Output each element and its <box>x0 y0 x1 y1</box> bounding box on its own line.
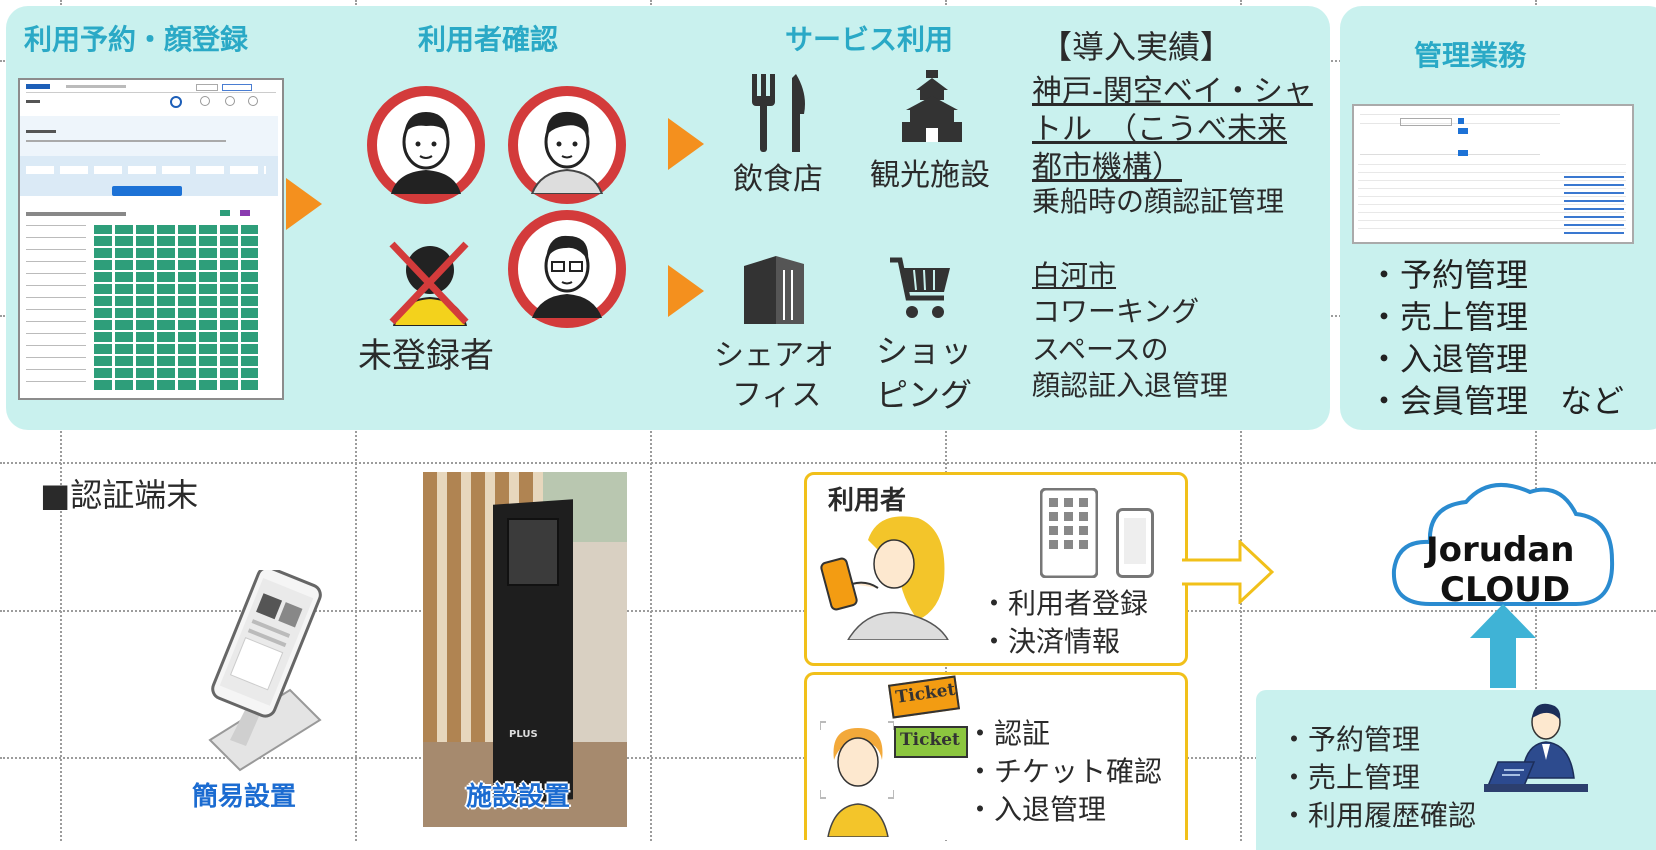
ticket-icon: Ticket <box>894 726 968 758</box>
cloud-icon <box>1390 478 1618 618</box>
cloud-line1: Jorudan <box>1426 530 1575 570</box>
unregistered-user-avatar <box>380 240 480 327</box>
case2-description: コワーキング <box>1032 295 1200 328</box>
face-scan-illustration <box>819 720 895 838</box>
reservation-screen <box>18 78 284 400</box>
castle-icon <box>896 70 968 142</box>
service-label-line1: ショッ <box>876 332 973 370</box>
facility-install-label: 施設設置 <box>466 782 571 812</box>
auth-box-item: ・認証 <box>966 717 1051 750</box>
user-box-title: 利用者 <box>828 486 907 516</box>
flow-arrow <box>668 265 704 317</box>
admin-item: ・売上管理 <box>1280 761 1421 794</box>
shopping-cart-icon <box>888 256 954 322</box>
case1-description: 乗船時の顔認証管理 <box>1032 185 1285 218</box>
manage-item: ・予約管理 <box>1368 256 1529 294</box>
case2-description: 顔認証入退管理 <box>1032 369 1229 402</box>
verified-user-avatar <box>508 86 626 204</box>
woman-smartphone-illustration <box>808 510 958 641</box>
screen-header <box>26 84 276 93</box>
grid-line <box>0 462 1656 464</box>
unregistered-label: 未登録者 <box>358 336 494 376</box>
office-building-icon <box>740 256 810 324</box>
verified-user-avatar <box>508 210 626 328</box>
confirm-title: 利用者確認 <box>418 23 559 56</box>
service-label-line1: シェアオ <box>714 338 834 373</box>
reserve-title: 利用予約・顔登録 <box>24 23 249 56</box>
service-label-line2: フィス <box>732 378 822 413</box>
phone-stand-image <box>170 566 340 780</box>
user-box-item: ・決済情報 <box>980 625 1121 658</box>
admin-panel <box>1256 690 1656 850</box>
manage-item: ・売上管理 <box>1368 298 1529 336</box>
case2-name: 白河市 <box>1032 259 1117 292</box>
auth-box-item: ・チケット確認 <box>966 755 1163 788</box>
admin-item: ・予約管理 <box>1280 723 1421 756</box>
case1-name: 神戸-関空ベイ・シャ <box>1032 74 1313 109</box>
upload-arrow <box>1470 604 1536 688</box>
case1-name: 都市機構） <box>1032 150 1182 185</box>
service-title: サービス利用 <box>785 23 954 56</box>
kiosk-brand: PLUS <box>509 729 538 740</box>
terminal-heading: ■認証端末 <box>40 476 199 514</box>
tablet-icon <box>1039 487 1099 579</box>
smartphone-icon <box>1116 508 1154 578</box>
verified-user-avatar <box>367 86 485 204</box>
fork-knife-icon <box>748 74 812 152</box>
manage-title: 管理業務 <box>1414 39 1527 72</box>
flow-arrow <box>668 118 704 170</box>
case2-description: スペースの <box>1032 333 1169 366</box>
kiosk-photo: PLUS <box>423 472 627 827</box>
results-heading: 【導入実績】 <box>1040 28 1233 66</box>
outline-right-arrow <box>1182 538 1275 606</box>
service-label: 飲食店 <box>733 162 823 197</box>
service-label-line2: ピング <box>876 376 973 414</box>
case1-name: トル （こうべ未来 <box>1032 112 1287 147</box>
service-label: 観光施設 <box>870 158 990 193</box>
cloud-line2: CLOUD <box>1440 570 1571 610</box>
management-screen <box>1352 104 1634 244</box>
simple-install-label: 簡易設置 <box>192 782 297 812</box>
flow-arrow <box>286 178 322 230</box>
manage-item: ・会員管理 など <box>1368 382 1625 420</box>
auth-box-item: ・入退管理 <box>966 793 1107 826</box>
manage-item: ・入退管理 <box>1368 340 1529 378</box>
user-box-item: ・利用者登録 <box>980 587 1149 620</box>
admin-item: ・利用履歴確認 <box>1280 799 1477 832</box>
administrator-illustration <box>1484 700 1588 800</box>
